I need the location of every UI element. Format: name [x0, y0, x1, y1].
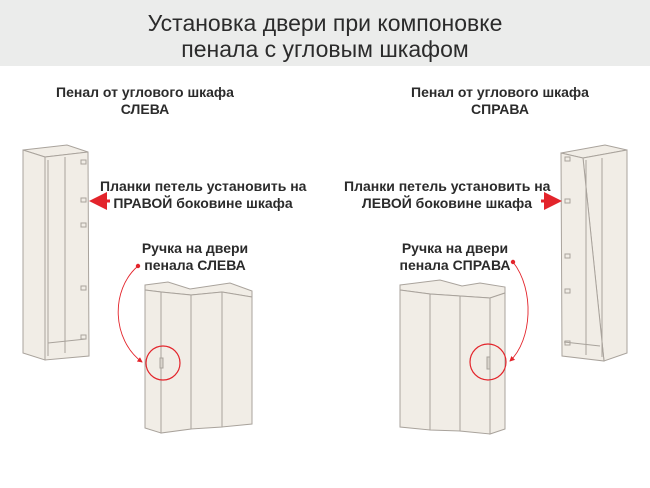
left-handle-highlight: [145, 345, 181, 381]
right-handle-note: Ручка на двери пенала СПРАВА: [390, 240, 520, 274]
right-open-cabinet: [560, 144, 628, 362]
right-heading-line1: Пенал от углового шкафа: [411, 84, 589, 100]
right-handle-note-line2: пенала СПРАВА: [399, 257, 511, 273]
page-title-line1: Установка двери при компоновке: [147, 10, 503, 36]
left-hinge-note-line1: Планки петель установить на: [100, 178, 307, 194]
right-handle-highlight: [469, 343, 507, 381]
right-corner-wardrobe: [399, 279, 506, 435]
left-handle-note-line2: пенала СЛЕВА: [144, 257, 246, 273]
right-hinge-note: Планки петель установить на ЛЕВОЙ бокови…: [344, 178, 550, 212]
left-handle-curve-arrow: [117, 265, 143, 363]
left-handle-note: Ручка на двери пенала СЛЕВА: [130, 240, 260, 274]
right-handle-curve-arrow: [509, 261, 529, 362]
left-heading: Пенал от углового шкафа СЛЕВА: [30, 84, 260, 118]
left-hinge-note: Планки петель установить на ПРАВОЙ боков…: [100, 178, 306, 212]
page-title-line2: пенала с угловым шкафом: [181, 36, 469, 62]
right-heading-line2: СПРАВА: [471, 101, 529, 117]
header-banner: Установка двери при компоновке пенала с …: [0, 0, 650, 66]
right-heading: Пенал от углового шкафа СПРАВА: [385, 84, 615, 118]
left-handle-note-line1: Ручка на двери: [141, 240, 249, 256]
left-heading-line1: Пенал от углового шкафа: [56, 84, 234, 100]
right-hinge-note-line2: ЛЕВОЙ боковине шкафа: [361, 195, 533, 211]
right-handle-note-line1: Ручка на двери: [401, 240, 509, 256]
right-hinge-note-line1: Планки петель установить на: [344, 178, 551, 194]
left-open-cabinet: [22, 144, 90, 361]
left-hinge-note-line2: ПРАВОЙ боковине шкафа: [113, 195, 293, 211]
left-heading-line2: СЛЕВА: [120, 101, 170, 117]
left-corner-wardrobe: [144, 281, 253, 434]
